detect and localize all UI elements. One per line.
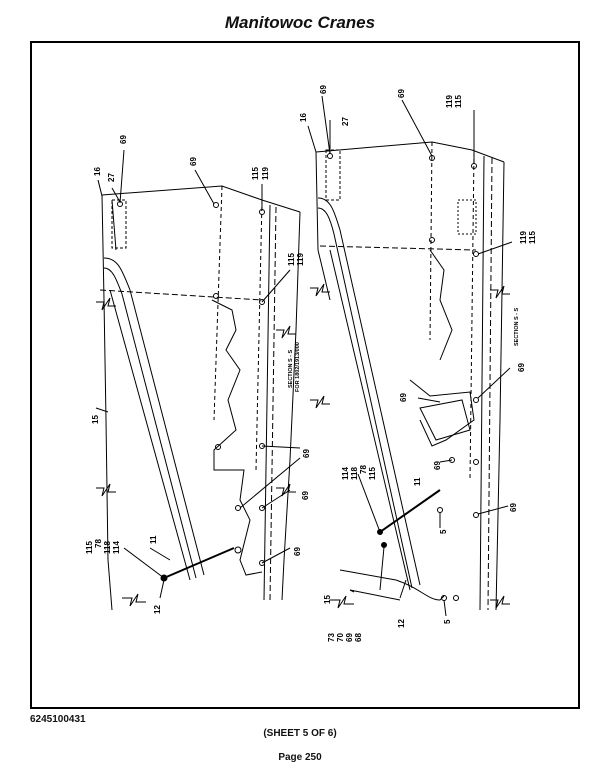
callout-left-12: 12: [153, 605, 162, 614]
callout-right-115a: 115: [454, 95, 463, 108]
sheet-indicator: (SHEET 5 OF 6): [263, 728, 337, 739]
callout-right-73: 73: [327, 633, 336, 642]
callout-left-118: 118: [103, 541, 112, 554]
callout-right-69c: 69: [517, 363, 526, 372]
document-number: 6245100431: [30, 714, 86, 725]
callout-right-115b: 115: [528, 231, 537, 244]
drawing-frame: [30, 41, 580, 709]
callout-right-70: 70: [336, 633, 345, 642]
page-number: Page 250: [278, 752, 322, 763]
callout-right-16: 16: [299, 113, 308, 122]
callout-right-15: 15: [323, 595, 332, 604]
callout-left-115c: 115: [85, 541, 94, 554]
page-title: Manitowoc Cranes: [224, 13, 376, 32]
callout-right-12: 12: [397, 619, 406, 628]
callout-right-69f: 69: [509, 503, 518, 512]
callout-left-115b: 115: [287, 253, 296, 266]
callout-left-69c: 69: [302, 449, 311, 458]
callout-left-119a: 119: [261, 167, 270, 180]
left-section-label: SECTION S - S: [288, 349, 294, 388]
callout-left-11: 11: [149, 535, 158, 544]
callout-left-69b: 69: [189, 157, 198, 166]
right-section-label: SECTION S - S: [514, 307, 520, 346]
callout-right-69e: 69: [433, 461, 442, 470]
left-section-sublabel: FOR 1802/1913/000: [295, 342, 301, 392]
callout-left-114: 114: [112, 541, 121, 554]
callout-left-69a: 69: [119, 135, 128, 144]
callout-right-69b: 69: [397, 89, 406, 98]
callout-right-119b: 119: [519, 231, 528, 244]
callout-right-114: 114: [341, 467, 350, 480]
callout-left-15: 15: [91, 415, 100, 424]
callout-right-118: 118: [350, 467, 359, 480]
callout-right-27: 27: [341, 117, 350, 126]
callout-right-5b: 5: [443, 619, 452, 624]
callout-left-69d: 69: [301, 491, 310, 500]
callout-right-5a: 5: [439, 529, 448, 534]
callout-right-69a: 69: [319, 85, 328, 94]
callout-right-11: 11: [413, 477, 422, 486]
callout-right-69g: 69: [345, 633, 354, 642]
callout-right-115c: 115: [368, 467, 377, 480]
callout-right-68: 68: [354, 633, 363, 642]
callout-left-16: 16: [93, 167, 102, 176]
callout-left-119b: 119: [296, 253, 305, 266]
callout-left-78: 78: [94, 539, 103, 548]
callout-right-78: 78: [359, 465, 368, 474]
callout-left-115a: 115: [251, 167, 260, 180]
callout-right-69d: 69: [399, 393, 408, 402]
callout-left-69e: 69: [293, 547, 302, 556]
callout-left-27: 27: [107, 173, 116, 182]
callout-right-119a: 119: [445, 95, 454, 108]
